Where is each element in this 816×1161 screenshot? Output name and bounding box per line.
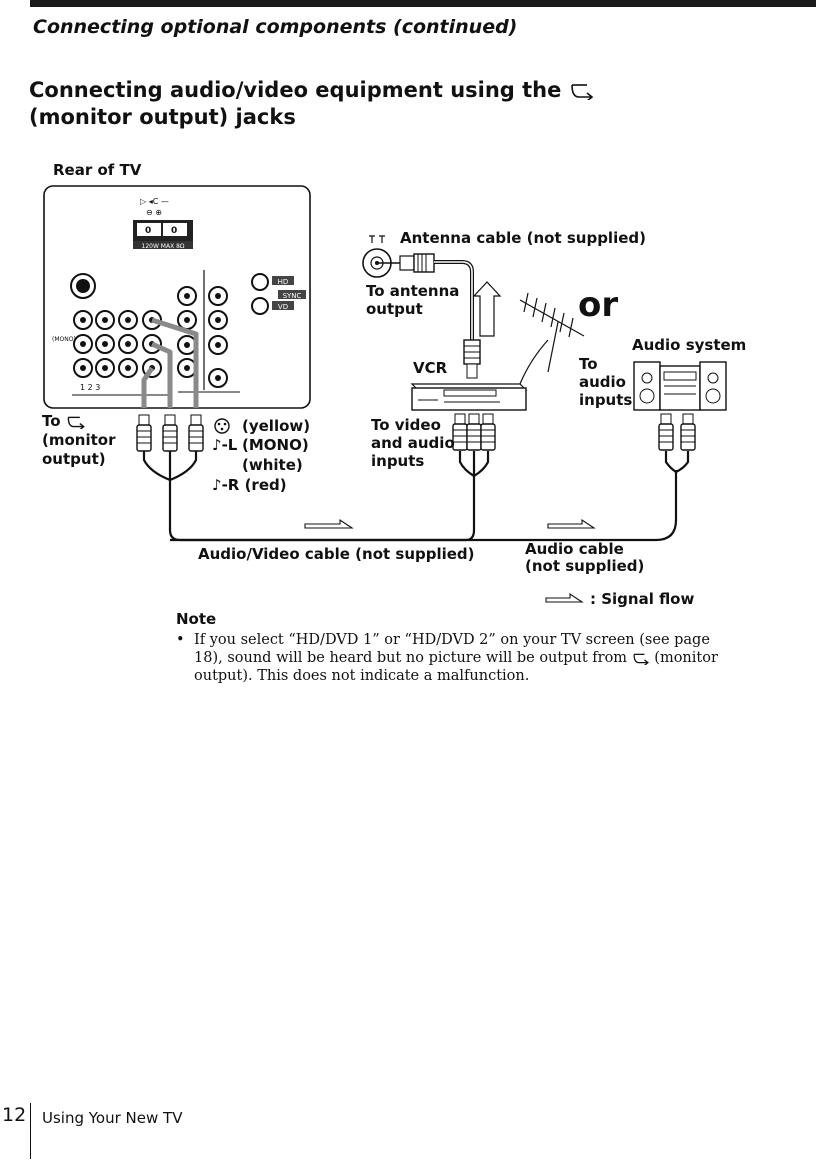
rca-plugs-audio [658, 413, 696, 451]
footer-section: Using Your New TV [42, 1109, 183, 1127]
heading-line2: (monitor output) jacks [29, 105, 296, 129]
antenna-cable [377, 253, 481, 379]
page-number: 12 [2, 1104, 27, 1126]
signal-flow-legend-label: : Signal flow [590, 590, 695, 608]
section-title: Connecting optional components (continue… [33, 16, 518, 38]
signal-flow-legend-arrow [545, 592, 584, 603]
antenna-outlet [362, 235, 392, 278]
top-rule [30, 0, 816, 7]
vcr-device [410, 383, 528, 411]
vcr-label: VCR [413, 359, 448, 377]
monitor-output-icon [570, 84, 593, 100]
audio-cable-label: Audio cable(not supplied) [525, 540, 645, 575]
svg-text:0: 0 [145, 226, 151, 236]
note-title: Note [176, 610, 217, 628]
music-note-icon: ♪ [212, 436, 222, 454]
svg-text:1 2 3: 1 2 3 [80, 383, 100, 392]
panel-hd-label: HD [278, 278, 289, 286]
yellow-label: (yellow) [242, 417, 311, 435]
panel-sync-label: SYNC [283, 292, 302, 300]
audio-system [633, 361, 727, 411]
monitor-output-icon [633, 653, 649, 665]
footer-divider [30, 1103, 31, 1159]
heading-line1: Connecting audio/video equipment using t… [29, 78, 562, 102]
note-text-part2: (monitor output). This does not indicate… [194, 650, 718, 684]
audio-system-label: Audio system [632, 336, 747, 354]
connection-diagram: 0 0 120W MAX 8Ω ▷ ◂C — ⊖ ⊕ HD SYNC VD (M… [43, 185, 727, 603]
svg-text:⊖ ⊕: ⊖ ⊕ [146, 208, 162, 217]
panel-mono-label: (MONO) [52, 336, 76, 343]
panel-power-label: 120W MAX 8Ω [142, 243, 185, 250]
white-label: (white) [242, 456, 303, 474]
note-text-part1: If you select “HD/DVD 1” or “HD/DVD 2” o… [194, 632, 710, 666]
monitor-output-icon [67, 416, 85, 429]
svg-text:▷ ◂C —: ▷ ◂C — [140, 197, 169, 206]
signal-flow-arrow-audio [547, 518, 596, 529]
svg-text:0: 0 [171, 226, 177, 236]
video-icon [214, 418, 230, 434]
tv-output-cables [141, 317, 199, 408]
rca-plugs-vcr [452, 413, 496, 451]
antenna-cable-label: Antenna cable (not supplied) [400, 229, 646, 247]
panel-vd-label: VD [278, 303, 288, 311]
signal-flow-arrow-av [304, 518, 354, 529]
rca-plugs-tv [136, 414, 204, 452]
page-heading: Connecting audio/video equipment using t… [29, 77, 595, 131]
mono-l-label: ♪-L [212, 436, 238, 454]
note-bullet: • [176, 632, 185, 648]
tv-rear-panel [43, 185, 311, 409]
av-cable-label: Audio/Video cable (not supplied) [198, 545, 475, 563]
or-label: or [578, 285, 619, 325]
av-cable [142, 451, 690, 542]
rear-of-tv-label: Rear of TV [53, 161, 142, 179]
r-red-label: ♪-R (red) [212, 476, 287, 494]
note-item: • If you select “HD/DVD 1” or “HD/DVD 2”… [176, 631, 736, 685]
mono-label: (MONO) [242, 436, 309, 454]
to-monitor-output-label: To (monitor output) [42, 412, 116, 468]
signal-flow-arrow-up [472, 281, 502, 337]
music-note-icon: ♪ [212, 476, 222, 494]
antenna-icon [519, 292, 585, 385]
